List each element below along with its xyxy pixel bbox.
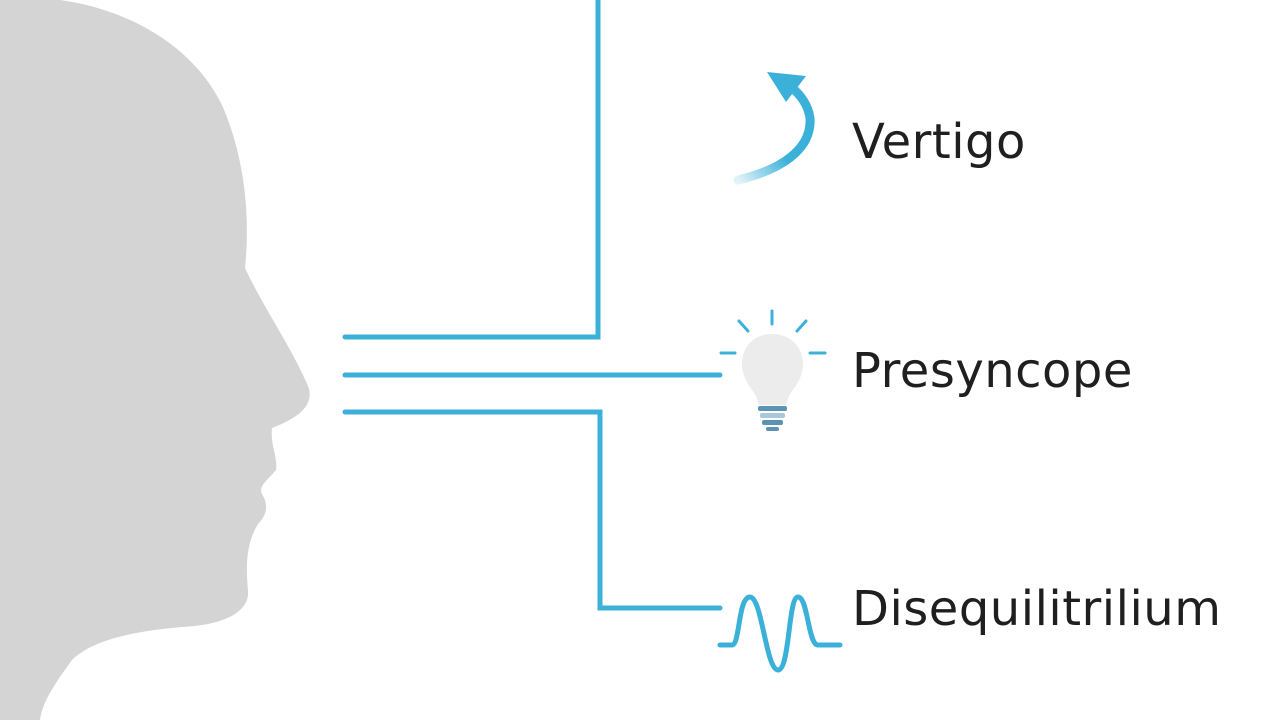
disequilibrium-label: Disequilitrilium xyxy=(852,581,1222,637)
head-silhouette xyxy=(0,0,310,720)
vertigo-label: Vertigo xyxy=(852,114,1026,170)
connector-vertigo xyxy=(342,0,601,340)
connector-disequilibrium xyxy=(342,409,723,611)
presyncope-label: Presyncope xyxy=(852,343,1133,399)
connector-lines xyxy=(342,0,723,611)
wave-icon xyxy=(717,594,843,673)
curved-arrow-icon xyxy=(733,72,815,185)
lightbulb-icon xyxy=(719,309,827,431)
